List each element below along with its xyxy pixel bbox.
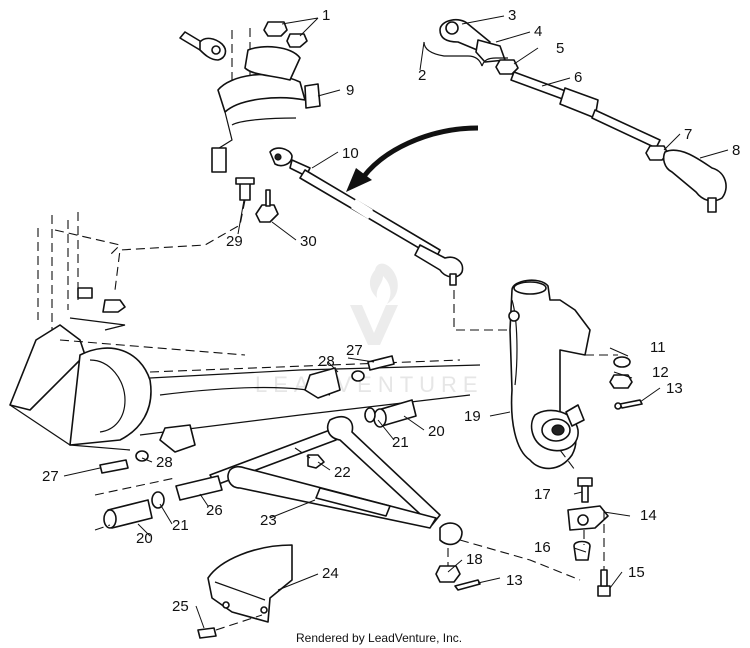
callout-18: 18 bbox=[466, 551, 483, 568]
callout-28-upper: 28 bbox=[318, 353, 335, 370]
callout-20-upper: 20 bbox=[428, 423, 445, 440]
callout-14: 14 bbox=[640, 507, 657, 524]
spindle-assembly bbox=[508, 279, 618, 471]
bushing-hardware bbox=[94, 355, 417, 531]
frame-assembly bbox=[9, 212, 481, 453]
callout-12: 12 bbox=[652, 364, 669, 381]
callout-26: 26 bbox=[206, 502, 223, 519]
tie-rod-end-assembly bbox=[423, 18, 727, 213]
spindle-hardware bbox=[567, 356, 643, 597]
callout-17: 17 bbox=[534, 486, 551, 503]
callout-19: 19 bbox=[464, 408, 481, 425]
callout-21-lower: 21 bbox=[172, 517, 189, 534]
callout-15: 15 bbox=[628, 564, 645, 581]
callout-22: 22 bbox=[334, 464, 351, 481]
callout-1: 1 bbox=[322, 7, 330, 24]
callout-labels: 1 2 3 4 5 6 7 8 9 10 11 12 13 13 14 15 1… bbox=[42, 7, 740, 615]
leader-lines bbox=[63, 15, 729, 629]
callout-13-lower: 13 bbox=[506, 572, 523, 589]
callout-9: 9 bbox=[346, 82, 354, 99]
watermark-text: LEADVENTURE bbox=[255, 372, 484, 397]
callout-28-left: 28 bbox=[156, 454, 173, 471]
footer-credit: Rendered by LeadVenture, Inc. bbox=[296, 631, 462, 645]
callout-8: 8 bbox=[732, 142, 740, 159]
a-arm-assembly bbox=[175, 416, 581, 591]
callout-5: 5 bbox=[556, 40, 564, 57]
leadventure-watermark: LEADVENTURE bbox=[255, 263, 484, 397]
callout-30: 30 bbox=[300, 233, 317, 250]
callout-11: 11 bbox=[650, 339, 666, 356]
skid-plate bbox=[197, 544, 293, 639]
callout-6: 6 bbox=[574, 69, 582, 86]
callout-3: 3 bbox=[508, 7, 516, 24]
callout-13-upper: 13 bbox=[666, 380, 683, 397]
callout-25: 25 bbox=[172, 598, 189, 615]
callout-21-upper: 21 bbox=[392, 434, 409, 451]
callout-27-left: 27 bbox=[42, 468, 59, 485]
steering-post-assembly bbox=[114, 21, 321, 291]
tie-rod-assembly bbox=[269, 147, 510, 331]
callout-10: 10 bbox=[342, 145, 359, 162]
callout-2: 2 bbox=[418, 67, 426, 84]
callout-24: 24 bbox=[322, 565, 339, 582]
callout-4: 4 bbox=[534, 23, 542, 40]
callout-16: 16 bbox=[534, 539, 551, 556]
callout-27-upper: 27 bbox=[346, 342, 363, 359]
callout-7: 7 bbox=[684, 126, 692, 143]
callout-20-lower: 20 bbox=[136, 530, 153, 547]
callout-29: 29 bbox=[226, 233, 243, 250]
callout-23: 23 bbox=[260, 512, 277, 529]
direction-arrow bbox=[346, 125, 479, 192]
